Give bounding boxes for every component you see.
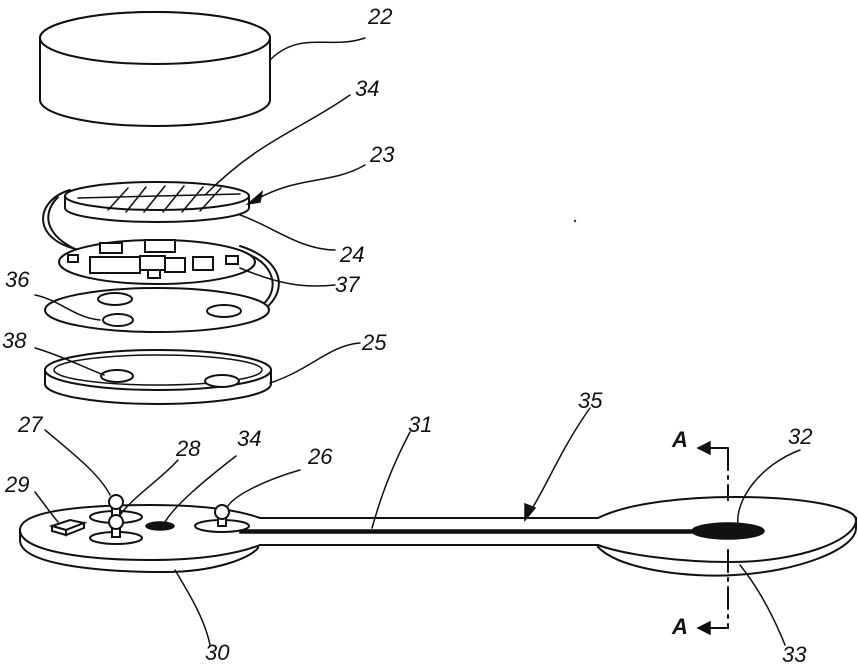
label-34-bottom: 34 <box>237 426 261 451</box>
cap-cylinder-22 <box>40 12 365 126</box>
label-23: 23 <box>369 142 395 167</box>
sensor-disc-23 <box>43 95 365 318</box>
tray-25 <box>35 343 360 404</box>
label-31: 31 <box>408 412 432 437</box>
label-33: 33 <box>782 642 807 665</box>
label-26: 26 <box>307 444 333 469</box>
label-37: 37 <box>335 272 360 297</box>
label-section-a-top: A <box>671 427 688 452</box>
label-36: 36 <box>5 267 30 292</box>
label-38: 38 <box>2 328 27 353</box>
label-section-a-bottom: A <box>671 614 688 639</box>
circuit-board-37 <box>59 240 335 286</box>
label-27: 27 <box>17 412 43 437</box>
label-32: 32 <box>788 424 812 449</box>
label-30: 30 <box>205 640 230 665</box>
stray-dot <box>574 220 576 222</box>
label-25: 25 <box>361 330 387 355</box>
label-34-top: 34 <box>355 76 379 101</box>
label-22: 22 <box>367 4 392 29</box>
plate-36 <box>35 288 269 332</box>
label-24: 24 <box>339 242 364 267</box>
base-strip <box>20 497 856 576</box>
label-35: 35 <box>578 388 603 413</box>
label-28: 28 <box>175 436 201 461</box>
label-29: 29 <box>4 472 29 497</box>
